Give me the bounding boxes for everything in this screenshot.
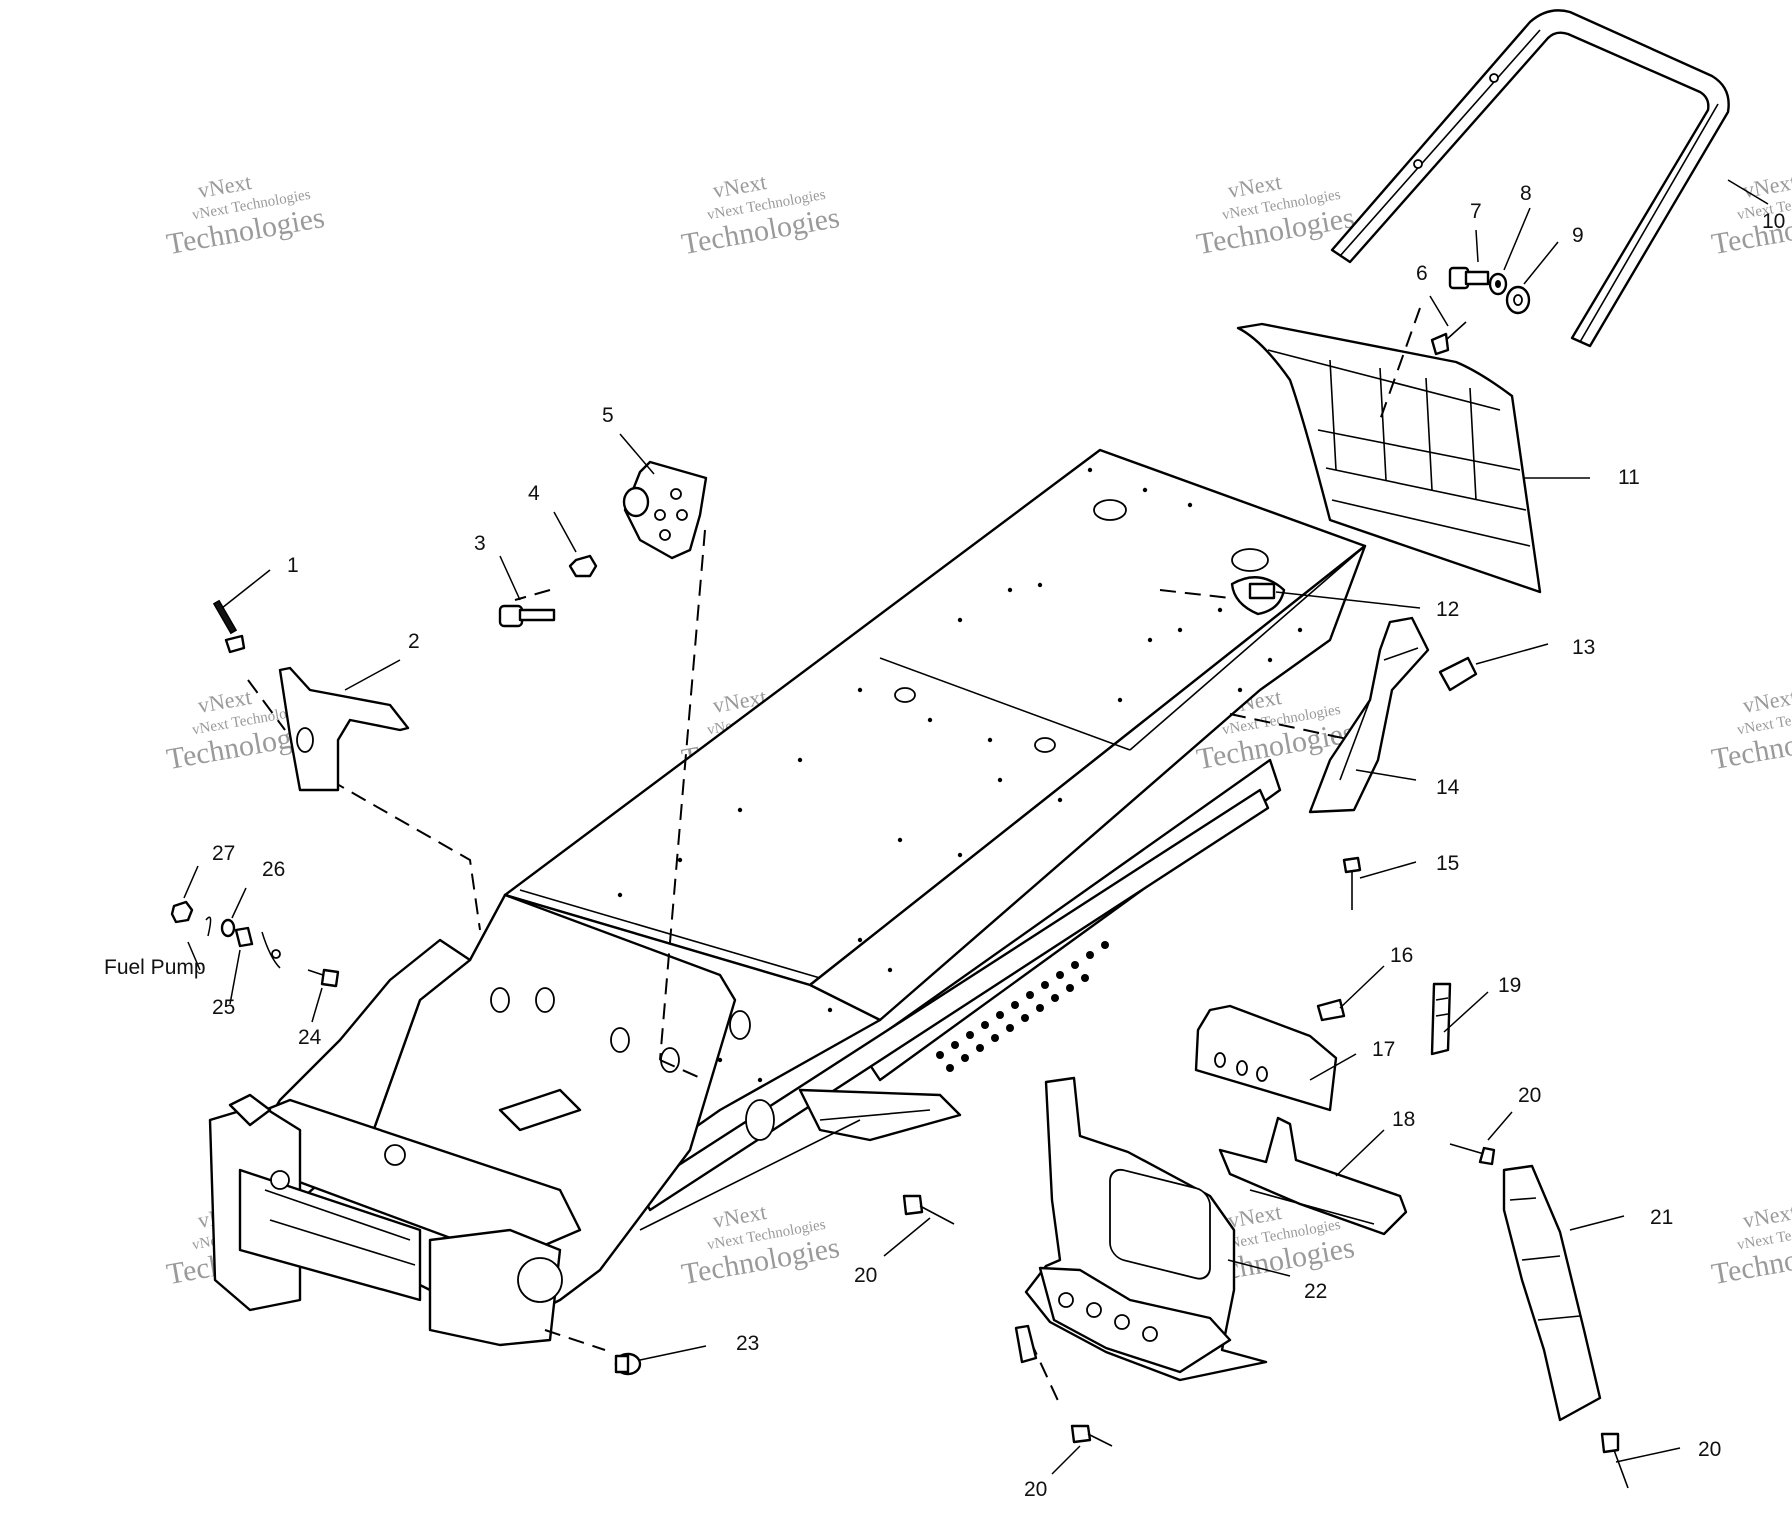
callout-11: 11 [1618,466,1640,489]
part-8-washer [1488,207,1531,296]
watermark-r1c1: vNext vNext Technologies Technologies [164,169,327,261]
part-2-bracket [278,659,410,792]
callout-19: 19 [1498,974,1521,997]
part-21-rear-side-plate [1502,1164,1625,1422]
callout-5: 5 [602,404,614,427]
callout-2: 2 [408,630,420,653]
callout-17: 17 [1372,1038,1395,1061]
part-16-clip [1316,965,1385,1022]
part-3-bolt [498,555,556,628]
callout-21: 21 [1650,1206,1673,1229]
callout-3: 3 [474,532,486,555]
fuel-pump-label: Fuel Pump [104,956,206,979]
part-5-mount-plate [619,433,708,560]
callout-labels: 1 2 3 4 5 6 7 8 9 10 11 12 13 14 15 16 1… [104,182,1785,1501]
watermark-r1c2: vNext vNext Technologies Technologies [679,169,842,261]
watermark-r2c4: vNext vNext Technologies Technologies [1709,684,1792,776]
callout-14: 14 [1436,776,1460,799]
front-frame-bulkhead [208,893,962,1347]
callout-12: 12 [1436,598,1459,621]
callout-1: 1 [287,554,299,577]
svg-text:vNext: vNext [1741,1199,1792,1233]
part-1-bolt [212,569,271,654]
part-4-nut [553,511,598,578]
part-12-fastener [1230,576,1421,616]
callout-9: 9 [1572,224,1584,247]
part-27-nut [170,865,199,924]
part-7-bolt [1448,229,1490,290]
part-26-spacer [220,887,254,948]
tunnel-rivet-dots [617,467,1303,1083]
part-20-rivet-center [883,1194,955,1257]
part-10-rear-grab-bar [1330,9,1769,348]
part-15-rivet [1342,856,1417,910]
callout-26: 26 [262,858,285,881]
callout-4: 4 [528,482,540,505]
watermark-r1c3: vNext vNext Technologies Technologies [1194,169,1357,261]
part-9-washer [1505,241,1559,315]
callout-18: 18 [1392,1108,1415,1131]
watermark-r3c2: vNext vNext Technologies Technologies [679,1199,842,1291]
callout-23: 23 [736,1332,759,1355]
part-18-bracket [1218,1116,1408,1236]
tunnel-vent-holes [936,941,1109,1072]
callout-20-bottom-right: 20 [1698,1438,1721,1461]
callout-6: 6 [1416,262,1428,285]
callout-15: 15 [1436,852,1459,875]
part-19-bumper-pad [1430,982,1489,1056]
callout-8: 8 [1520,182,1532,205]
part-13-pad [1438,643,1549,692]
svg-text:vNext: vNext [1741,169,1792,203]
watermark-r3c4: vNext vNext Technologies Technologies [1709,1199,1792,1291]
part-6-rivet [1429,295,1467,356]
part-11-snow-flap [1236,322,1590,594]
part-20-rivet-bottom [1051,1424,1113,1475]
callout-20-bottom: 20 [1024,1478,1047,1501]
callout-25: 25 [212,996,235,1019]
callout-20-center: 20 [854,1264,877,1287]
chassis-tunnel-main [498,448,1367,1212]
part-23-plug [614,1345,707,1376]
part-20-rivet-top-right [1449,1111,1513,1166]
callout-16: 16 [1390,944,1413,967]
svg-text:vNext: vNext [1741,684,1792,718]
callout-24: 24 [298,1026,322,1049]
callout-13: 13 [1572,636,1595,659]
fuel-pump-mount-parts [187,916,281,971]
part-14-running-board-bracket [1308,616,1430,814]
callout-10: 10 [1762,210,1785,233]
part-25-washer [229,949,241,1005]
callout-27: 27 [212,842,235,865]
part-17-bracket [1194,1004,1357,1112]
callout-7: 7 [1470,200,1482,223]
part-20-rivet-bottom-right [1600,1432,1681,1489]
part-24-bolt [307,968,340,1023]
callout-22: 22 [1304,1280,1327,1303]
part-22-side-panel [1014,1076,1291,1382]
callout-20-top-right: 20 [1518,1084,1541,1107]
